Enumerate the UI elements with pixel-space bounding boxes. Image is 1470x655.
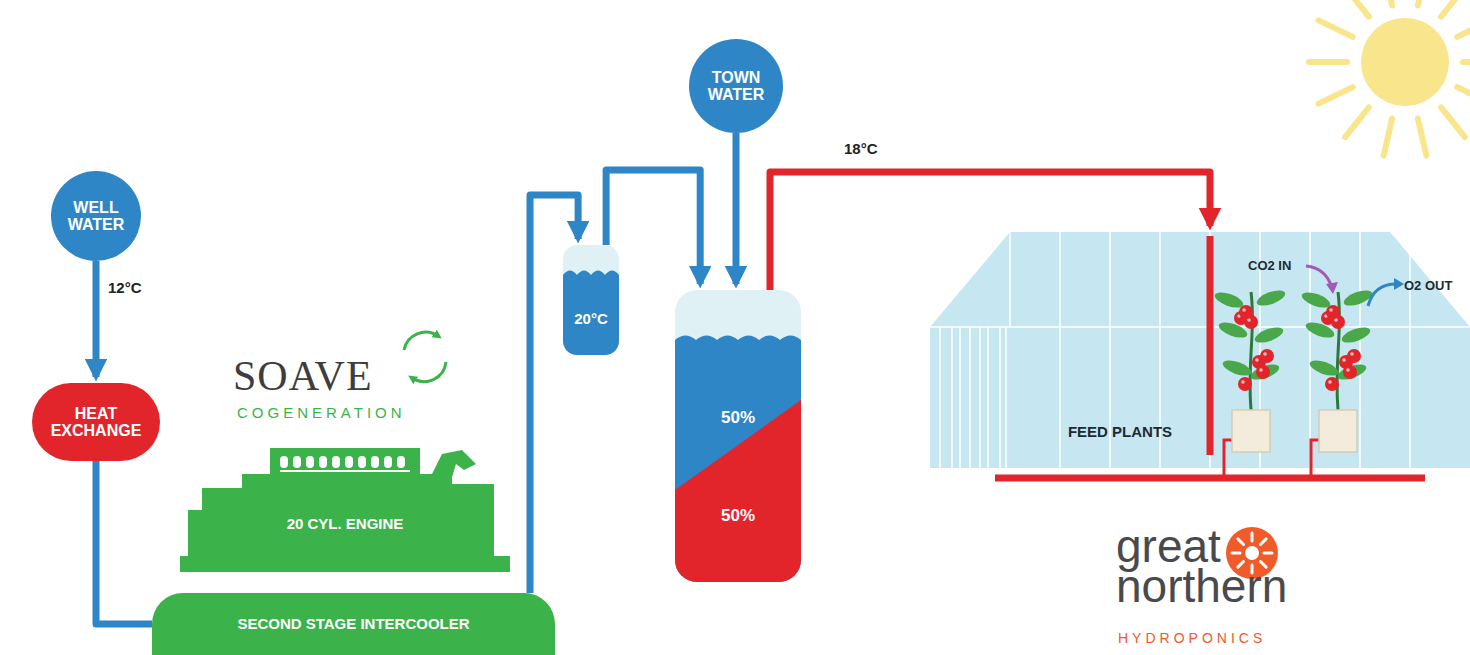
buffer-tank-outline [563,245,619,355]
node-text: 50% [721,507,755,525]
mixing-tank-outline [675,290,801,582]
pipe-connector [96,461,152,624]
floor-pipe [995,475,1425,482]
o2-arrowhead [1394,278,1404,290]
pipe-connector [732,133,739,284]
intercooler-band: SECOND STAGE INTERCOOLER [152,593,555,655]
source-circle: TOWN WATER [689,39,783,133]
node-text: SECOND STAGE INTERCOOLER [237,616,469,632]
co2-arrowhead [1326,282,1338,294]
buffer-tank: 20°C [563,245,619,355]
brand-name: great northern [1116,526,1306,607]
sun [1309,0,1470,156]
pipe-connector [606,170,700,284]
source-circle: WELL WATER [51,171,141,261]
node-text: WELL WATER [61,199,131,234]
gas-label: CO2 IN [1248,258,1291,273]
brand-name: SOAVE [233,352,373,400]
co2-arrow [1306,266,1332,288]
temperature-label: 18°C [842,140,880,157]
tomato-plants [1213,287,1374,478]
mixing-tank: 50% 50% [675,290,801,582]
node-text: HEAT EXCHANGE [46,405,146,440]
pipe-connector [93,261,100,377]
engine-illustration-outline [180,440,510,572]
engine-illustration: 20 CYL. ENGINE [180,440,510,572]
brand-subtitle: COGENERATION [237,404,406,421]
node-text: 50% [721,409,755,427]
node-text: 20 CYL. ENGINE [287,516,404,532]
recycle-icon [404,332,446,381]
o2-arrow [1368,284,1396,306]
greenhouse: FEED PLANTS [930,232,1470,468]
gas-label: O2 OUT [1404,278,1452,293]
feed-pipe [1207,236,1214,455]
node-text: FEED PLANTS [1068,424,1172,440]
temperature-label: 12°C [106,279,144,296]
node-text: TOWN WATER [699,69,773,104]
node-text: 20°C [574,311,608,327]
brand-subtitle: HYDROPONICS [1118,630,1266,646]
process-pill: HEAT EXCHANGE [32,383,160,461]
greenhouse-outline [930,232,1470,468]
